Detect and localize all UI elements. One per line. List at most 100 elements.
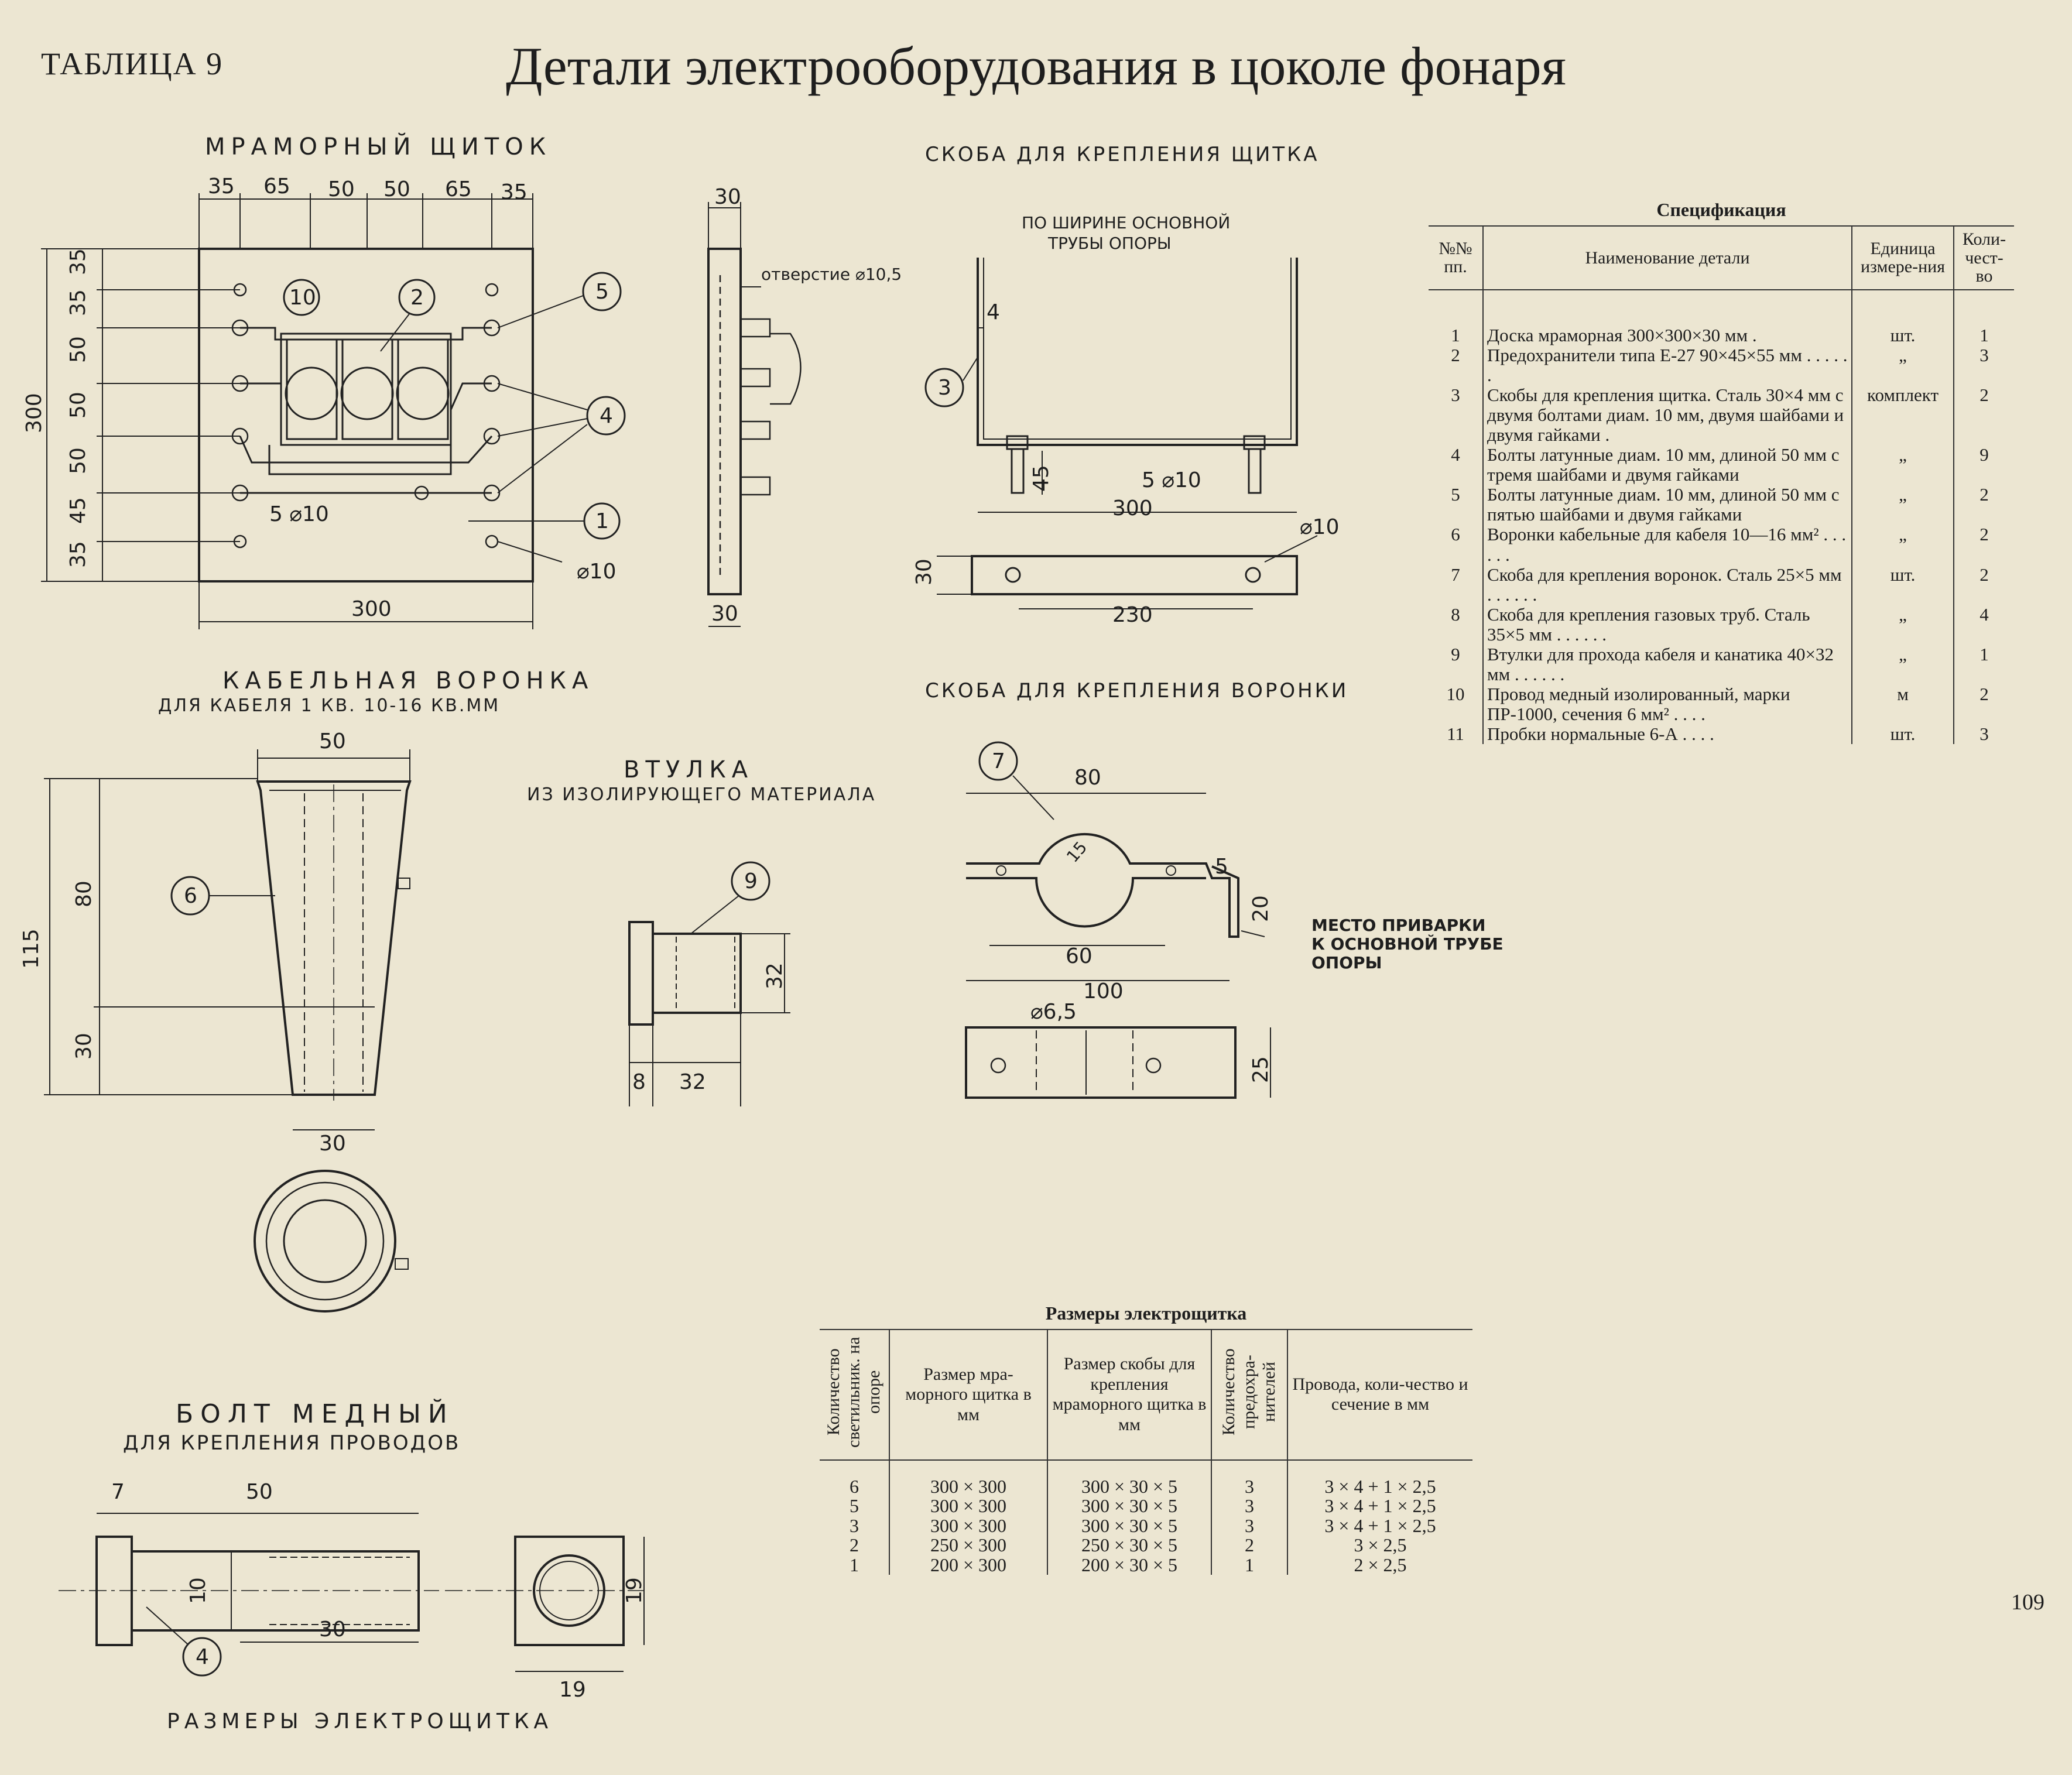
marble-panel-outline	[198, 248, 534, 582]
dim-bracket-230: 230	[1112, 603, 1153, 627]
sizes-cell-fuses: 3	[1211, 1496, 1287, 1516]
sizes-cell-panel: 300 × 300	[889, 1516, 1047, 1536]
spec-cell-unit: шт.	[1851, 724, 1954, 745]
sizes-cell-panel: 250 × 300	[889, 1536, 1047, 1555]
spec-cell-qty: 2	[1953, 485, 2014, 525]
spec-title: Спецификация	[1656, 199, 1786, 220]
page-number: 109	[2011, 1590, 2044, 1615]
dim-side-w-bottom: 30	[711, 602, 738, 626]
dim-bolt-w19: 19	[559, 1678, 586, 1702]
spec-cell-unit: м	[1851, 684, 1954, 725]
spec-header-name: Наименование детали	[1482, 225, 1852, 290]
dim-h50b: 50	[66, 392, 90, 419]
dim-bracket-300: 300	[1112, 496, 1153, 520]
spec-cell-num: 2	[1451, 344, 1460, 365]
dim-fb-w80: 80	[1074, 766, 1101, 790]
dim-65b: 65	[445, 177, 472, 201]
sizes-cell-wires: 3 × 4 + 1 × 2,5	[1287, 1459, 1472, 1497]
spec-cell-qty: 2	[1953, 684, 2014, 725]
dim-fb-t5: 5	[1215, 855, 1228, 879]
funnel-bracket-top	[966, 832, 1239, 938]
spec-cell-qty: 3	[1953, 724, 2014, 745]
copper-bolt-title: БОЛТ МЕДНЫЙ	[176, 1399, 454, 1429]
dim-50a: 50	[328, 177, 355, 201]
dim-h35b: 35	[66, 289, 90, 316]
dim-funnel-h30: 30	[72, 1033, 96, 1060]
dim-bolt-thread30: 30	[319, 1618, 346, 1642]
sizes-cell-fuses: 3	[1211, 1516, 1287, 1536]
dim-h35c: 35	[66, 541, 90, 568]
spec-cell-num: 3	[1451, 384, 1460, 405]
spec-cell-unit: „	[1851, 485, 1954, 525]
sizes-cell-wires: 3 × 4 + 1 × 2,5	[1287, 1496, 1472, 1516]
callout-7-text: 7	[992, 749, 1005, 773]
spec-cell-name: Болты латунные диам. 10 мм, длиной 50 мм…	[1482, 444, 1852, 485]
sizes-cell-lamps: 1	[850, 1554, 859, 1575]
table-row: 2 Предохранители типа Е-27 90×45×55 мм . …	[1429, 345, 2014, 385]
callout-3-text: 3	[938, 376, 951, 400]
sizes-cell-fuses: 2	[1211, 1536, 1287, 1555]
sizes-cell-fuses: 3	[1211, 1459, 1287, 1497]
bottom-caption: РАЗМЕРЫ ЭЛЕКТРОЩИТКА	[167, 1709, 553, 1733]
sizes-header-lamps: Количество светильник. на опоре	[824, 1337, 884, 1448]
sizes-cell-panel: 200 × 300	[889, 1555, 1047, 1575]
sizes-header-panel: Размер мра-морного щитка в мм	[889, 1329, 1047, 1461]
spec-cell-name: Скоба для крепления газовых труб. Сталь …	[1482, 604, 1852, 645]
spec-cell-unit: шт.	[1851, 289, 1954, 345]
sizes-cell-lamps: 5	[850, 1495, 859, 1517]
sizes-cell-bracket: 250 × 30 × 5	[1047, 1536, 1211, 1555]
marble-panel-title: МРАМОРНЫЙ ЩИТОК	[205, 133, 552, 160]
spec-table: Спецификация №№ пп. Наименование детали …	[1429, 199, 2014, 745]
dim-h50a: 50	[66, 336, 90, 363]
sizes-cell-lamps: 3	[850, 1514, 859, 1536]
sizes-cell-panel: 300 × 300	[889, 1459, 1047, 1497]
spec-cell-num: 11	[1447, 724, 1464, 745]
dim-bracket-h30: 30	[912, 558, 936, 585]
dim-65a: 65	[263, 174, 290, 198]
dim-h45: 45	[66, 497, 90, 524]
funnel-bracket-title: СКОБА ДЛЯ КРЕПЛЕНИЯ ВОРОНКИ	[925, 679, 1349, 703]
spec-header-qty: Коли-чест-во	[1953, 225, 2014, 290]
panel-bracket-front	[977, 258, 1298, 446]
callout-1-text: 1	[595, 509, 609, 533]
bracket-note-1: ПО ШИРИНЕ ОСНОВНОЙ	[1022, 213, 1230, 232]
spec-cell-name: Болты латунные диам. 10 мм, длиной 50 мм…	[1482, 485, 1852, 525]
callout-10	[283, 279, 320, 316]
spec-cell-qty: 1	[1953, 289, 2014, 345]
spec-cell-qty: 2	[1953, 385, 2014, 446]
spec-cell-name: Скоба для крепления воронок. Сталь 25×5 …	[1482, 564, 1852, 605]
sizes-cell-bracket: 300 × 30 × 5	[1047, 1516, 1211, 1536]
dim-total-w: 300	[351, 597, 392, 621]
spec-cell-qty: 2	[1953, 564, 2014, 605]
spec-cell-name: Предохранители типа Е-27 90×45×55 мм . .…	[1482, 345, 1852, 385]
sizes-cell-lamps: 6	[850, 1475, 859, 1497]
sizes-cell-bracket: 200 × 30 × 5	[1047, 1555, 1211, 1575]
sizes-header-bracket: Размер скобы для крепления мраморного щи…	[1047, 1329, 1211, 1461]
dim-bushing-w8: 8	[632, 1070, 646, 1094]
dim-fb-r15: 15	[1063, 838, 1091, 866]
spec-cell-unit: шт.	[1851, 564, 1954, 605]
spec-cell-unit: „	[1851, 345, 1954, 385]
callout-7	[978, 741, 1018, 781]
callout-9	[731, 861, 770, 901]
callout-2	[398, 279, 436, 316]
callout-9-text: 9	[744, 869, 758, 893]
hole-dia: ⌀10	[577, 560, 616, 584]
spec-cell-unit: „	[1851, 525, 1954, 565]
sizes-header-fuses: Количество предохра-нителей	[1219, 1348, 1279, 1436]
bushing-body	[652, 933, 742, 1014]
bracket-note-2: ТРУБЫ ОПОРЫ	[1047, 234, 1172, 253]
dim-bolt-head7: 7	[111, 1480, 125, 1504]
spec-cell-unit: „	[1851, 444, 1954, 485]
